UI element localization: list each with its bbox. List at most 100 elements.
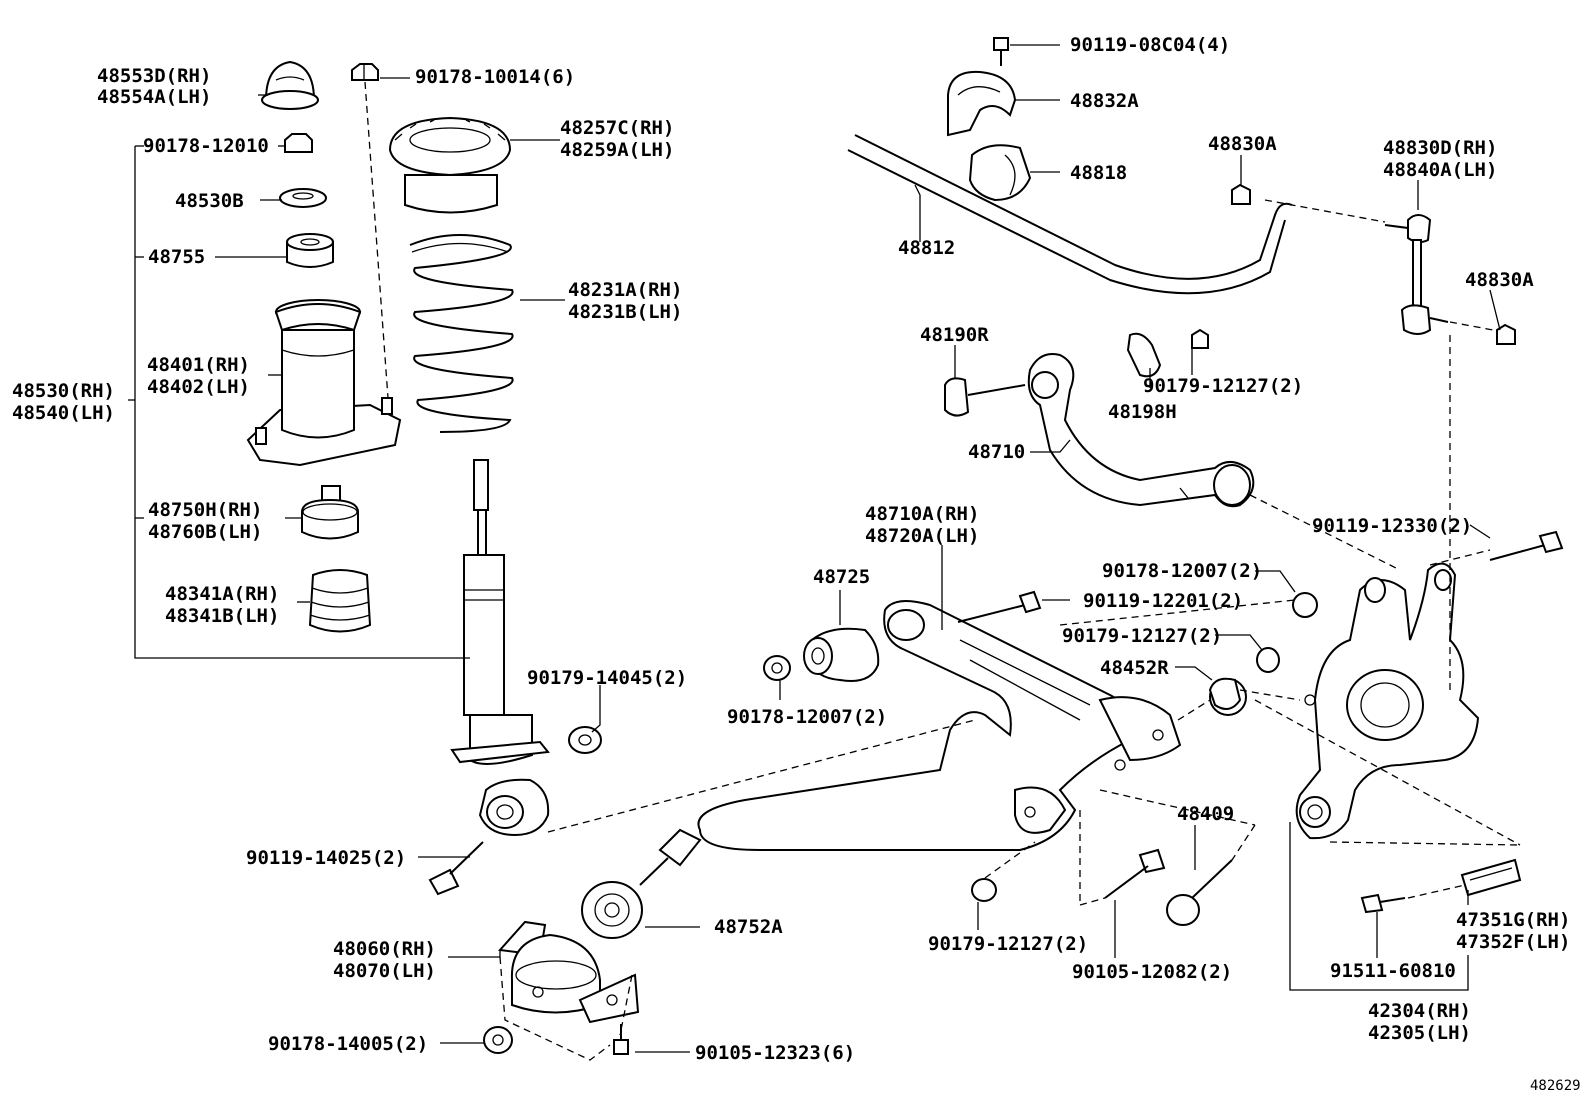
part-90178-12007-nut-b bbox=[1292, 592, 1318, 618]
part-48830a-nut-2 bbox=[1496, 323, 1516, 345]
label-42304: 42304(RH) bbox=[1368, 1000, 1471, 1022]
label-48720a: 48720A(LH) bbox=[865, 525, 979, 547]
label-90105-12323: 90105-12323(6) bbox=[695, 1042, 855, 1064]
label-48755: 48755 bbox=[148, 246, 205, 268]
label-48452r: 48452R bbox=[1100, 657, 1169, 679]
label-48530b: 48530B bbox=[175, 190, 244, 212]
label-48830a-2: 48830A bbox=[1465, 269, 1534, 291]
part-90179-12127-nut-a bbox=[1191, 328, 1209, 349]
label-48830d: 48830D(RH) bbox=[1383, 137, 1497, 159]
part-48830a-nut-1 bbox=[1231, 183, 1251, 205]
part-48812-stabilizer-bar bbox=[847, 134, 1293, 295]
part-90105-12323-bolt bbox=[613, 1024, 629, 1055]
part-48830d-stabilizer-link bbox=[1384, 214, 1449, 335]
label-90179-12127-a: 90179-12127(2) bbox=[1143, 375, 1303, 397]
part-90178-12007-nut-a bbox=[763, 655, 791, 681]
label-90179-12127-c: 90179-12127(2) bbox=[928, 933, 1088, 955]
label-48198h: 48198H bbox=[1108, 401, 1177, 423]
part-48710a-lower-arm bbox=[697, 600, 1182, 851]
label-48830a-1: 48830A bbox=[1208, 133, 1277, 155]
label-90178-12010: 90178-12010 bbox=[143, 135, 269, 157]
part-90179-14045-nut bbox=[568, 726, 602, 754]
label-48710a: 48710A(RH) bbox=[865, 503, 979, 525]
part-90178-14005-nut bbox=[483, 1026, 513, 1054]
part-90119-12330-bolt bbox=[1489, 530, 1564, 561]
label-90119-08c04: 90119-08C04(4) bbox=[1070, 34, 1230, 56]
part-48409-adjust-bolt bbox=[1166, 859, 1233, 926]
part-labels: 48553D(RH) 48554A(LH) 90178-10014(6) 901… bbox=[12, 34, 1581, 1094]
part-48452r-bushing bbox=[1208, 677, 1247, 716]
part-48060-member-bushing bbox=[497, 920, 640, 1024]
part-48257c-spring-seat bbox=[388, 116, 512, 214]
part-90119-14025-bolt bbox=[428, 841, 484, 896]
label-90178-12007-a: 90178-12007(2) bbox=[727, 706, 887, 728]
part-90179-12127-nut-b bbox=[1256, 647, 1280, 673]
label-48341b: 48341B(LH) bbox=[165, 605, 279, 627]
label-48231b: 48231B(LH) bbox=[568, 301, 682, 323]
label-90119-12201: 90119-12201(2) bbox=[1083, 590, 1243, 612]
dashed-guides bbox=[364, 81, 1521, 1061]
part-42304-knuckle bbox=[1295, 562, 1480, 840]
part-48755-bushing bbox=[286, 233, 334, 268]
part-48530b-washer bbox=[279, 188, 327, 208]
part-91511-60810-bolt bbox=[1360, 893, 1406, 914]
part-48752a-bushing bbox=[581, 881, 643, 939]
part-48832a-bracket bbox=[947, 70, 1017, 137]
label-48060: 48060(RH) bbox=[333, 938, 436, 960]
part-90179-12127-nut-c bbox=[971, 878, 997, 902]
part-90178-10014-nut bbox=[351, 63, 379, 81]
label-91511-60810: 91511-60810 bbox=[1330, 960, 1456, 982]
label-48259a: 48259A(LH) bbox=[560, 139, 674, 161]
label-90119-14025: 90119-14025(2) bbox=[246, 847, 406, 869]
leader-lines bbox=[128, 44, 1501, 1053]
label-47351g: 47351G(RH) bbox=[1456, 909, 1570, 931]
label-48840a: 48840A(LH) bbox=[1383, 159, 1497, 181]
label-48530: 48530(RH) bbox=[12, 380, 115, 402]
part-48198h-bushing bbox=[1126, 332, 1162, 378]
part-90119-12201-bolt bbox=[957, 590, 1042, 623]
part-ball-joint-stud bbox=[639, 828, 702, 886]
part-48553d-cap bbox=[261, 60, 319, 110]
part-48341a-bumper bbox=[308, 569, 372, 633]
label-48401: 48401(RH) bbox=[147, 354, 250, 376]
label-48402: 48402(LH) bbox=[147, 376, 250, 398]
label-48409: 48409 bbox=[1177, 803, 1234, 825]
label-48760b: 48760B(LH) bbox=[148, 521, 262, 543]
label-48812: 48812 bbox=[898, 237, 955, 259]
part-47351g-deflector bbox=[1460, 858, 1522, 897]
label-48190r: 48190R bbox=[920, 324, 989, 346]
part-90119-08c04-bolt bbox=[993, 37, 1009, 66]
label-90179-12127-b: 90179-12127(2) bbox=[1062, 625, 1222, 647]
part-48725-bushing bbox=[803, 627, 880, 682]
label-48818: 48818 bbox=[1070, 162, 1127, 184]
part-48530-shock-absorber bbox=[450, 459, 550, 837]
label-90178-10014: 90178-10014(6) bbox=[415, 66, 575, 88]
label-48752a: 48752A bbox=[714, 916, 783, 938]
label-90178-14005: 90178-14005(2) bbox=[268, 1033, 428, 1055]
label-42305: 42305(LH) bbox=[1368, 1022, 1471, 1044]
part-48750h-stopper bbox=[301, 485, 359, 540]
label-90178-12007-b: 90178-12007(2) bbox=[1102, 560, 1262, 582]
part-48818-bushing bbox=[968, 144, 1032, 202]
label-48070: 48070(LH) bbox=[333, 960, 436, 982]
label-47352f: 47352F(LH) bbox=[1456, 931, 1570, 953]
label-48832a: 48832A bbox=[1070, 90, 1139, 112]
label-48540: 48540(LH) bbox=[12, 402, 115, 424]
part-48401-boot bbox=[246, 299, 402, 467]
figure-id: 482629 bbox=[1530, 1078, 1581, 1094]
label-48710: 48710 bbox=[968, 441, 1025, 463]
part-90105-12082-bolt bbox=[1104, 848, 1166, 899]
part-48190r-bolt bbox=[944, 377, 1026, 417]
label-48553d: 48553D(RH) bbox=[97, 65, 211, 87]
part-48710-upper-arm bbox=[1027, 353, 1255, 508]
label-48554a: 48554A(LH) bbox=[97, 86, 211, 108]
part-48231a-coil-spring bbox=[409, 234, 514, 433]
label-48257c: 48257C(RH) bbox=[560, 117, 674, 139]
label-48341a: 48341A(RH) bbox=[165, 583, 279, 605]
label-90119-12330: 90119-12330(2) bbox=[1312, 515, 1472, 537]
part-90178-12010-nut bbox=[284, 133, 313, 153]
label-48750h: 48750H(RH) bbox=[148, 499, 262, 521]
label-48725: 48725 bbox=[813, 566, 870, 588]
label-90179-14045: 90179-14045(2) bbox=[527, 667, 687, 689]
